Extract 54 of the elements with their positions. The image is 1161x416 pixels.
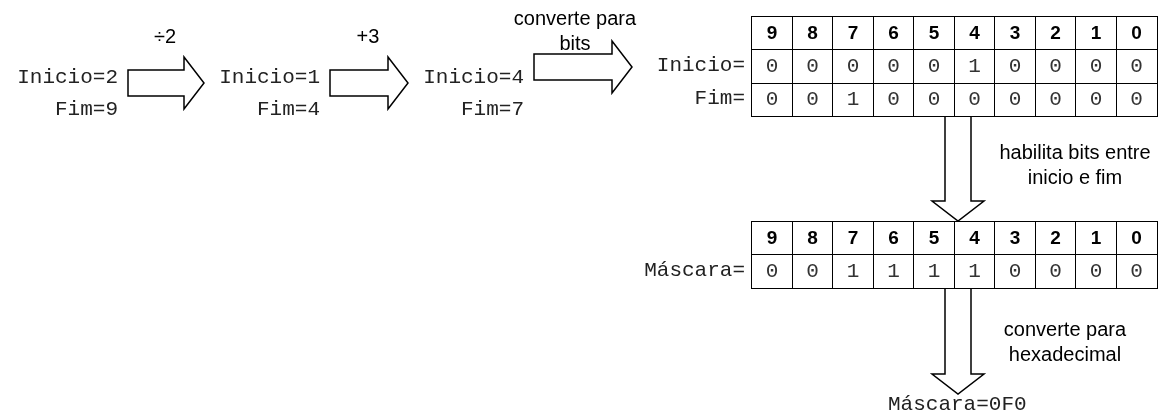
bit-index-cell: 3 [994,16,1036,51]
block-arrow [929,286,987,395]
value-text: Máscara=0F0 [888,394,1027,416]
bit-index-cell: 0 [1115,221,1158,256]
bit-index-cell: 3 [994,221,1036,256]
edge-label: converte para hexadecimal [1002,317,1128,367]
value-text: Inicio=1 [219,67,320,89]
bit-value-cell: 0 [1115,254,1158,290]
bit-index-cell: 0 [1115,16,1158,51]
bit-value-cell: 1 [832,82,874,118]
bit-value-cell: 0 [994,82,1036,118]
bit-value-cell: 0 [994,254,1036,290]
bit-value-cell: 0 [1115,82,1158,118]
bit-value-cell: 0 [751,254,793,290]
bit-value-cell: 0 [1075,82,1117,118]
bit-index-cell: 7 [832,16,874,51]
bit-index-cell: 1 [1075,16,1117,51]
bit-value-cell: 0 [1075,49,1117,85]
bit-value-cell: 0 [832,49,874,85]
bit-value-cell: 1 [913,254,955,290]
edge-label: converte para bits [512,6,638,56]
bit-value-cell: 1 [953,254,996,290]
block-arrow [929,115,987,222]
block-arrow [127,54,205,112]
bit-value-cell: 1 [872,254,915,290]
edge-label: +3 [355,24,381,49]
value-text: Fim=7 [461,99,524,121]
value-text: Fim=4 [257,99,320,121]
edge-label: ÷2 [152,24,178,49]
bit-value-cell: 0 [913,82,955,118]
bit-value-cell: 1 [832,254,874,290]
value-text: Inicio=2 [17,67,118,89]
bit-index-cell: 5 [913,16,955,51]
block-arrow [533,38,633,96]
edge-label: habilita bits entre inicio e fim [998,140,1152,190]
bit-index-cell: 7 [832,221,874,256]
bit-value-cell: 0 [751,82,793,118]
bit-index-cell: 9 [751,221,793,256]
block-arrow [329,54,409,112]
value-text: Inicio=4 [423,67,524,89]
bit-value-cell: 0 [994,49,1036,85]
bit-value-cell: 0 [791,254,834,290]
bit-value-cell: 0 [1115,49,1158,85]
row-label: Fim= [694,88,745,111]
bit-value-cell: 0 [751,49,793,85]
bit-index-cell: 5 [913,221,955,256]
bit-value-cell: 0 [1075,254,1117,290]
row-label: Máscara= [644,259,745,282]
bit-index-cell: 9 [751,16,793,51]
bit-index-cell: 1 [1075,221,1117,256]
bit-value-cell: 0 [913,49,955,85]
row-label: Inicio= [656,54,745,77]
bit-value-cell: 0 [1034,254,1077,290]
value-text: Fim=9 [55,99,118,121]
